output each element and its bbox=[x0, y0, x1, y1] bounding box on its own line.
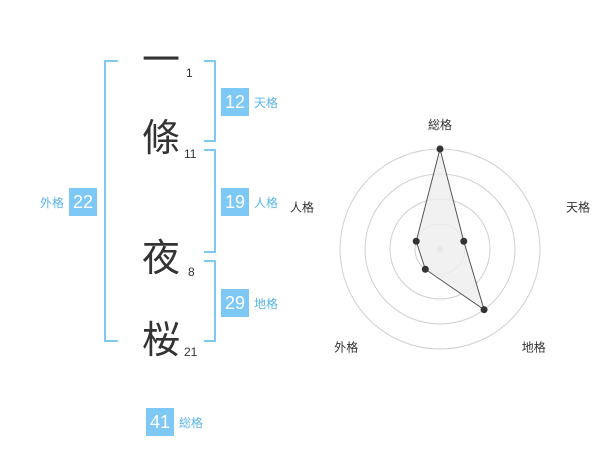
tenkaku-badge: 12 天格 bbox=[221, 88, 278, 116]
chikaku-value: 29 bbox=[221, 289, 249, 317]
radar-axis-label: 地格 bbox=[522, 340, 546, 355]
soukaku-label: 総格 bbox=[179, 415, 204, 430]
chikaku-label: 地格 bbox=[254, 296, 279, 311]
radar-point-3 bbox=[480, 306, 488, 314]
name-char-1: 一 bbox=[141, 38, 180, 82]
radar-axis-label: 外格 bbox=[334, 340, 358, 355]
radar-point-5 bbox=[412, 237, 420, 245]
tenkaku-value: 12 bbox=[221, 88, 249, 116]
tenkaku-bracket bbox=[204, 60, 216, 142]
name-char-3: 夜 bbox=[141, 236, 180, 280]
radar-point-1 bbox=[436, 145, 444, 153]
jinkaku-value: 19 bbox=[221, 188, 249, 216]
stroke-count-1: 1 bbox=[186, 66, 193, 80]
jinkaku-label: 人格 bbox=[254, 195, 279, 210]
soukaku-value: 41 bbox=[146, 408, 174, 436]
tenkaku-label: 天格 bbox=[254, 95, 279, 110]
radar-data-polygon bbox=[415, 148, 485, 311]
name-char-2: 條 bbox=[141, 116, 180, 160]
stroke-count-3: 8 bbox=[188, 265, 195, 279]
radar-axis-label: 総格 bbox=[428, 117, 452, 132]
chikaku-bracket bbox=[204, 260, 216, 342]
radar-point-2 bbox=[460, 237, 468, 245]
jinkaku-bracket bbox=[204, 149, 216, 253]
jinkaku-badge: 19 人格 bbox=[221, 188, 278, 216]
gaikaku-value: 22 bbox=[69, 188, 98, 216]
chikaku-badge: 29 地格 bbox=[221, 289, 278, 317]
stroke-count-4: 21 bbox=[184, 345, 198, 359]
soukaku-badge: 41 総格 bbox=[146, 408, 203, 436]
gaikaku-bracket bbox=[104, 60, 118, 342]
gaikaku-badge: 外格 22 bbox=[40, 188, 98, 216]
radar-axis-label: 天格 bbox=[566, 199, 590, 214]
name-char-4: 桜 bbox=[141, 318, 180, 362]
radar-axis-label: 人格 bbox=[290, 199, 314, 214]
gaikaku-label: 外格 bbox=[40, 195, 65, 210]
stroke-count-2: 11 bbox=[184, 147, 197, 161]
radar-point-4 bbox=[421, 265, 429, 273]
